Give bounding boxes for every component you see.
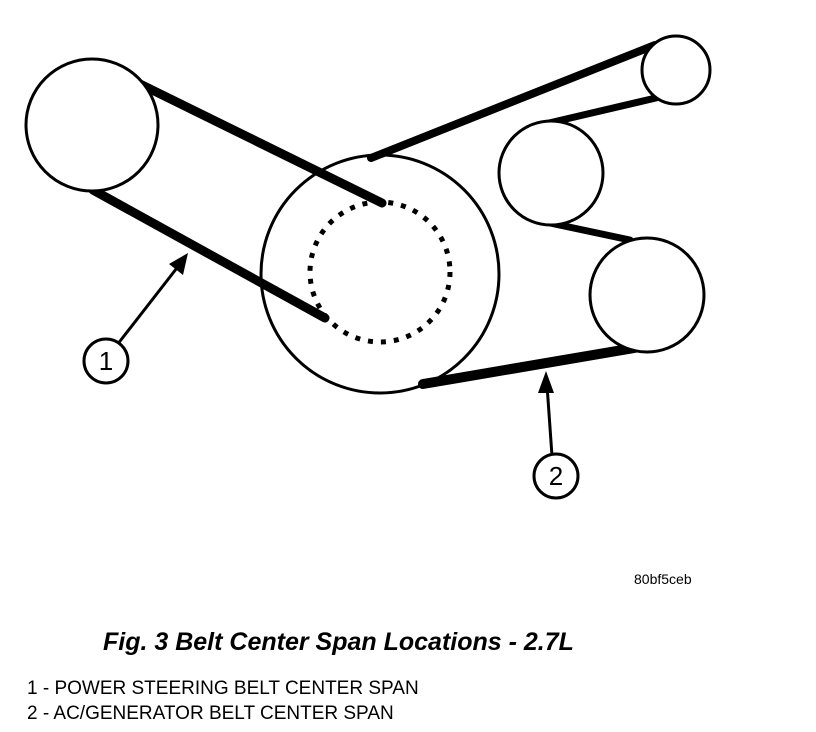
idler-pulley-top bbox=[640, 34, 712, 106]
figure-caption: Fig. 3 Belt Center Span Locations - 2.7L bbox=[103, 628, 574, 656]
callout-1: 1 bbox=[82, 337, 130, 385]
belt-routing-diagram: 1 2 bbox=[24, 34, 712, 500]
figure-id: 80bf5ceb bbox=[634, 571, 692, 587]
callout-1-arrow bbox=[115, 253, 188, 346]
power-steering-belt bbox=[88, 78, 387, 323]
ac-generator-belt bbox=[367, 41, 664, 389]
callout-1-number: 1 bbox=[99, 346, 113, 376]
legend-item-2: 2 - AC/GENERATOR BELT CENTER SPAN bbox=[27, 703, 394, 724]
legend: 1 - POWER STEERING BELT CENTER SPAN 2 - … bbox=[27, 676, 419, 726]
power-steering-pulley bbox=[24, 57, 160, 193]
ac-compressor-pulley bbox=[588, 236, 706, 354]
hidden-pulley-dotted bbox=[307, 199, 453, 345]
callout-2-number: 2 bbox=[549, 461, 563, 491]
callout-2: 2 bbox=[532, 452, 580, 500]
callout-2-arrow bbox=[538, 371, 554, 457]
legend-item-1: 1 - POWER STEERING BELT CENTER SPAN bbox=[27, 678, 419, 699]
generator-pulley bbox=[497, 119, 605, 227]
crankshaft-pulley bbox=[259, 153, 501, 395]
